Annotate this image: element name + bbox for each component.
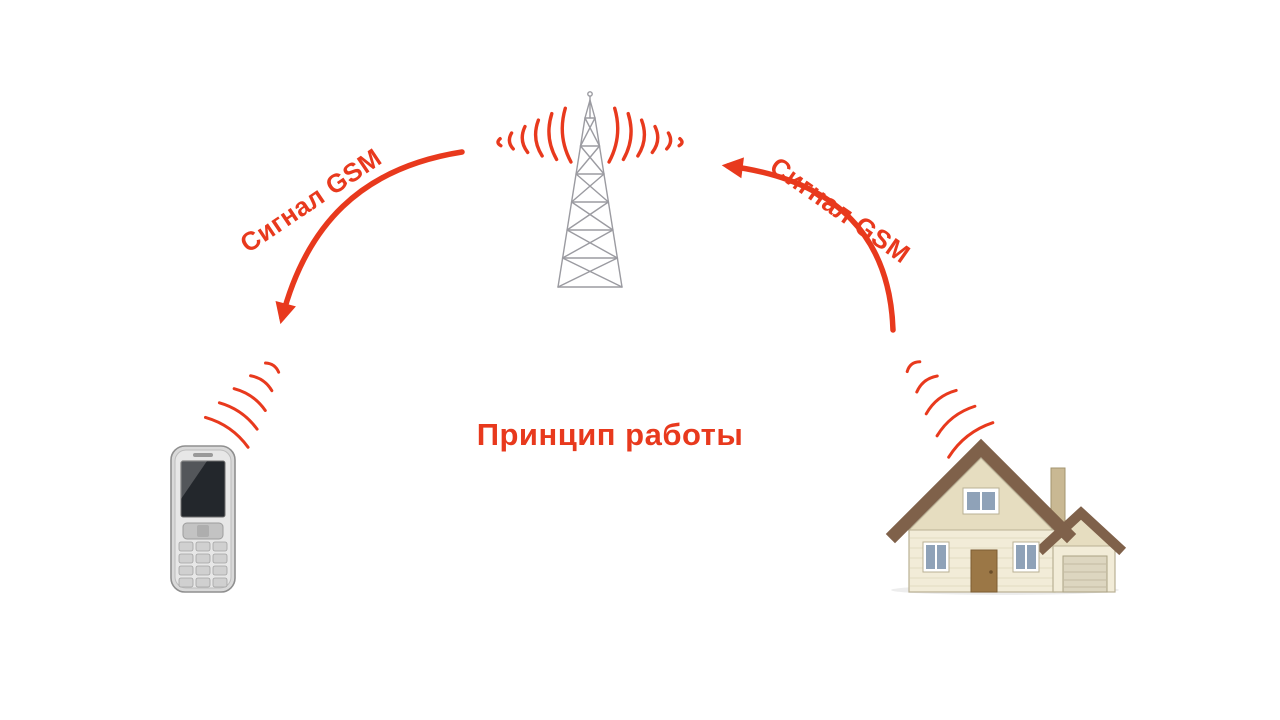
house-radio-waves-icon — [905, 360, 995, 459]
signal-arrow-left — [275, 149, 465, 325]
mobile-phone-icon — [170, 445, 236, 593]
signal-arrow-right — [721, 157, 896, 333]
cell-tower-icon — [557, 91, 623, 288]
page-title: Принцип работы — [476, 417, 744, 452]
phone-radio-waves-icon — [203, 361, 281, 449]
tower-radio-waves-icon — [496, 106, 684, 164]
house-icon — [885, 438, 1127, 595]
